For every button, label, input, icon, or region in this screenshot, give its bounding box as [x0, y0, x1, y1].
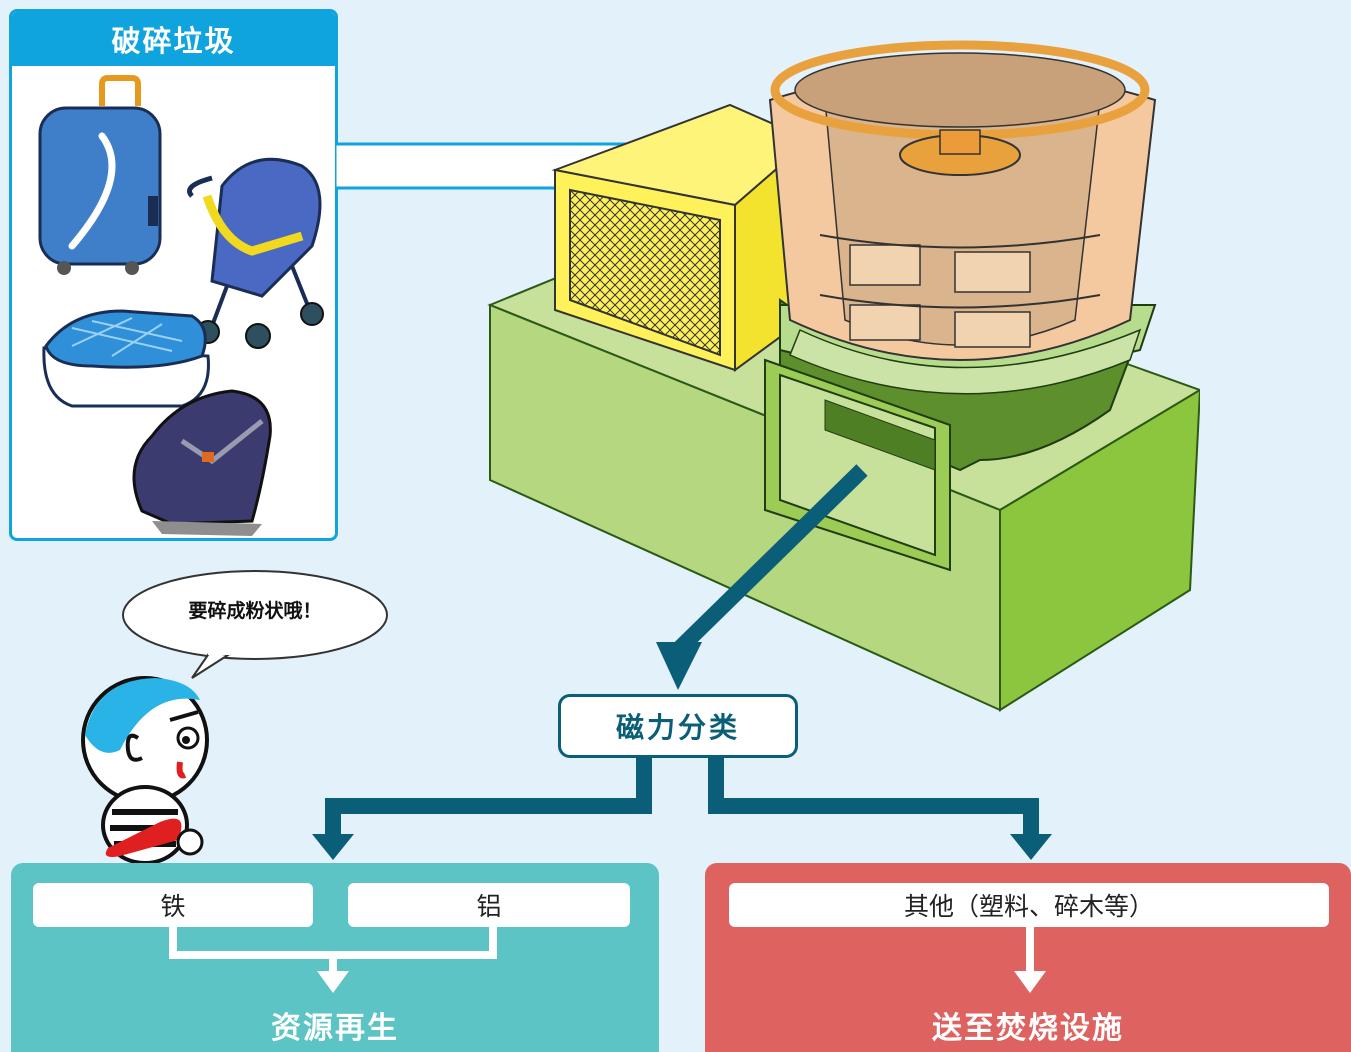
incinerate-result: 送至焚烧设施 [932, 1011, 1124, 1046]
recycle-panel: 铁 铝 资源再生 [11, 863, 659, 1052]
speech-bubble-text: 要碎成粉状哦！ [188, 600, 322, 622]
incinerate-panel: 其他（塑料、碎木等） 送至焚烧设施 [705, 863, 1351, 1052]
mascot-character [81, 676, 209, 865]
mascot-illustration [81, 570, 388, 865]
crusher-drum [768, 40, 1157, 395]
crusher-machine-illustration [487, 40, 1200, 712]
car-seat-icon [132, 389, 272, 536]
arrow-to-incinerate [1010, 834, 1052, 860]
others-label: 其他（塑料、碎木等） [729, 883, 1329, 927]
bulky-waste-panel: 破碎垃圾 [9, 9, 338, 541]
speech-bubble [122, 570, 388, 679]
incinerate-arrow [1014, 927, 1046, 993]
waste-items-illustration [38, 75, 324, 536]
futon-icon [42, 309, 210, 408]
recycle-merge-arrow [169, 927, 497, 993]
iron-label: 铁 [33, 883, 313, 927]
stroller-icon [187, 157, 324, 349]
bulky-waste-title: 破碎垃圾 [12, 12, 335, 66]
suitcase-icon [38, 75, 162, 275]
aluminum-label: 铝 [348, 883, 630, 927]
recycle-result: 资源再生 [271, 1011, 399, 1046]
magnetic-sorting-box: 磁力分类 [558, 694, 798, 758]
